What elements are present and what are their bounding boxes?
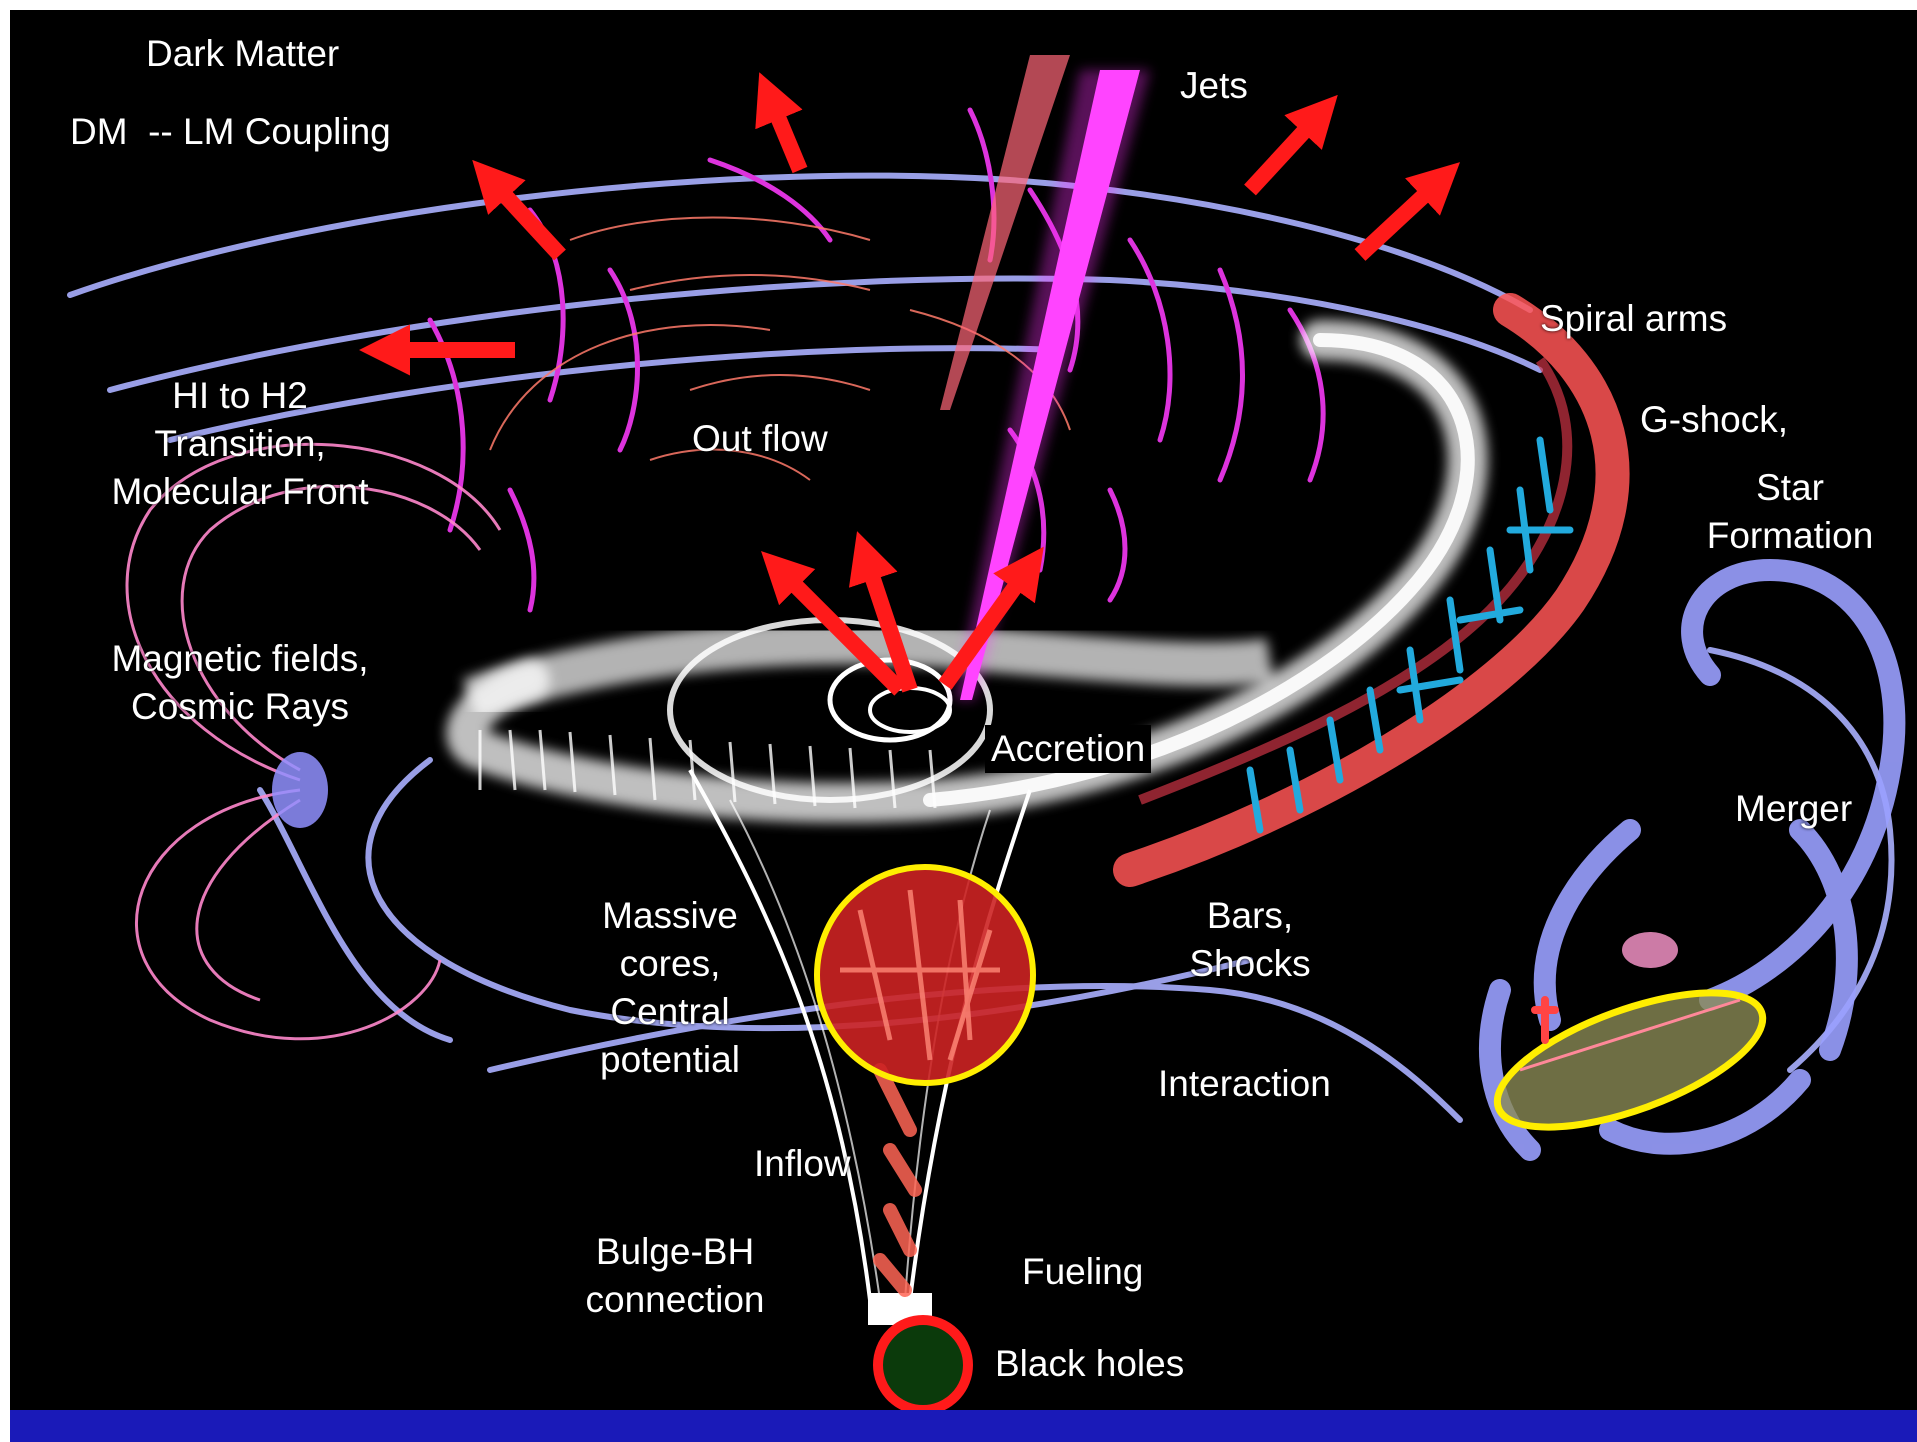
label-inflow: Inflow (754, 1140, 851, 1188)
label-out-flow: Out flow (692, 415, 828, 463)
label-interaction: Interaction (1158, 1060, 1331, 1108)
label-dm-lm-coupling: DM -- LM Coupling (70, 108, 391, 156)
diagram-canvas: Dark Matter DM -- LM Coupling Jets Spira… (10, 10, 1917, 1410)
label-black-holes: Black holes (995, 1340, 1184, 1388)
label-star-formation: Star Formation (1670, 464, 1910, 560)
jet (940, 55, 1150, 700)
label-g-shock: G-shock, (1640, 396, 1788, 444)
label-accretion: Accretion (985, 725, 1151, 773)
central-core (817, 867, 1033, 1083)
label-merger: Merger (1735, 785, 1852, 833)
magnetic-field-loops (127, 444, 500, 1039)
outflow-filaments (430, 110, 1323, 610)
label-spiral-arms: Spiral arms (1540, 295, 1727, 343)
accretion-disk (466, 340, 1467, 803)
label-massive-cores: Massive cores, Central potential (570, 892, 770, 1084)
label-bulge-bh: Bulge-BH connection (555, 1228, 795, 1324)
label-magnetic-fields: Magnetic fields, Cosmic Rays (80, 635, 400, 731)
black-hole (878, 1320, 968, 1410)
outflow-arrows (400, 110, 1430, 690)
label-fueling: Fueling (1022, 1248, 1143, 1296)
spiral-arm (1130, 310, 1613, 870)
label-jets: Jets (1180, 62, 1248, 110)
bottom-bar (10, 1410, 1917, 1442)
label-dark-matter: Dark Matter (146, 30, 339, 78)
label-hi-to-h2: HI to H2 Transition, Molecular Front (80, 372, 400, 516)
label-bars-shocks: Bars, Shocks (1145, 892, 1355, 988)
